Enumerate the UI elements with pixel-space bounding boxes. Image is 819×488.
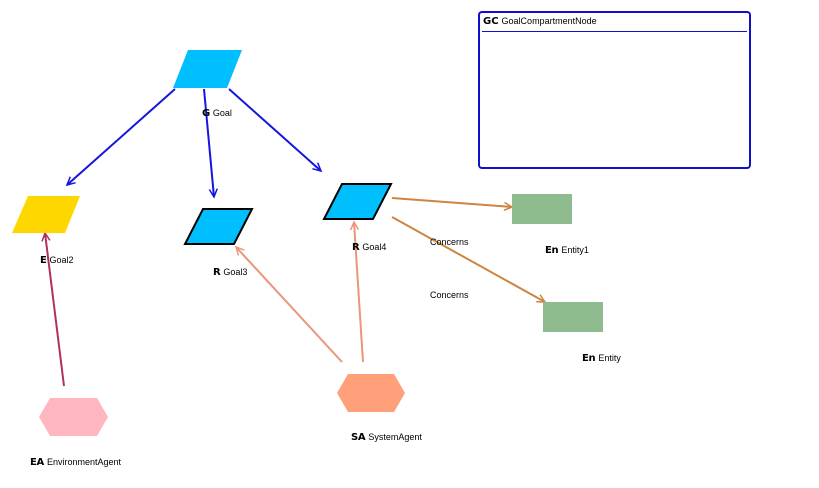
goal-compartment-name: GoalCompartmentNode <box>501 16 597 26</box>
edge-goal-to-goal2[interactable] <box>67 88 176 185</box>
concerns-edge-label-entity1[interactable]: Concerns <box>430 237 469 247</box>
goal3-prefix: R <box>213 267 221 278</box>
goal2-prefix: E <box>40 255 47 266</box>
goal4-node-shape[interactable] <box>322 183 393 220</box>
concerns-edge-label-entity[interactable]: Concerns <box>430 290 469 300</box>
edge-goal4-concerns-entity[interactable] <box>391 216 545 303</box>
goal-prefix: G <box>202 108 210 119</box>
system-agent-node-shape[interactable] <box>337 374 405 412</box>
system-agent-prefix: SA <box>351 432 366 443</box>
entity1-prefix: En <box>545 245 559 256</box>
goal2-name: Goal2 <box>49 255 74 265</box>
goal-node-shape[interactable] <box>173 50 242 88</box>
edge-systemagent-to-goal3[interactable] <box>236 247 343 363</box>
goal3-node-shape[interactable] <box>183 208 254 245</box>
edge-systemagent-to-goal4[interactable] <box>354 222 364 363</box>
entity-name: Entity <box>598 353 621 363</box>
goal2-node-shape[interactable] <box>12 196 80 233</box>
goal-name: Goal <box>212 108 232 118</box>
goal3-name: Goal3 <box>223 267 248 277</box>
entity-prefix: En <box>582 353 596 364</box>
edge-goal4-concerns-entity1[interactable] <box>391 197 512 207</box>
entity1-node-shape[interactable] <box>512 194 572 224</box>
edge-goal-to-goal4[interactable] <box>228 88 321 171</box>
goal4-name: Goal4 <box>362 242 387 252</box>
entity-node-shape[interactable] <box>543 302 603 332</box>
edge-envagent-to-goal2[interactable] <box>45 233 65 387</box>
goal4-prefix: R <box>352 242 360 253</box>
environment-agent-node-shape[interactable] <box>39 398 108 436</box>
system-agent-name: SystemAgent <box>368 432 422 442</box>
edge-goal-to-goal3[interactable] <box>203 88 214 197</box>
goal-compartment-divider <box>482 31 747 32</box>
environment-agent-name: EnvironmentAgent <box>46 457 122 467</box>
entity1-name: Entity1 <box>561 245 589 255</box>
goal-compartment-prefix: GC <box>483 16 499 27</box>
environment-agent-prefix: EA <box>30 457 44 468</box>
